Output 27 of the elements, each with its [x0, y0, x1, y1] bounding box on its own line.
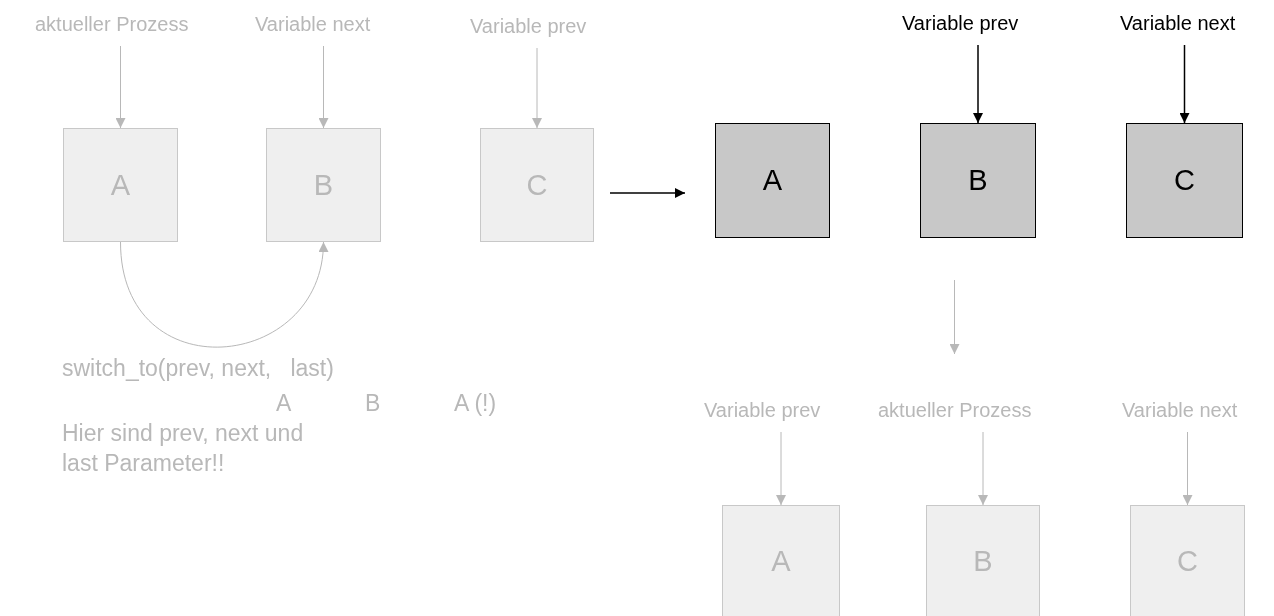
arrow	[609, 188, 686, 198]
variable-label: Variable next	[255, 12, 371, 36]
arrow	[978, 431, 988, 506]
arrow	[532, 47, 542, 129]
argument-label: A	[276, 389, 292, 418]
process-box: B	[920, 123, 1036, 238]
process-box: A	[715, 123, 830, 238]
variable-label: Variable prev	[902, 11, 1019, 35]
variable-label: Variable prev	[704, 398, 821, 422]
arrow	[973, 44, 983, 124]
arrow	[949, 279, 960, 355]
note-text: Hier sind prev, next und last Parameter!!	[62, 419, 305, 478]
arrow	[115, 45, 126, 129]
arrow	[1179, 44, 1190, 124]
variable-label: aktueller Prozess	[878, 398, 1032, 422]
argument-label: A (!)	[454, 389, 497, 418]
variable-label: aktueller Prozess	[35, 12, 189, 36]
arrow	[120, 241, 328, 348]
variable-label: Variable next	[1122, 398, 1238, 422]
arrow	[1182, 431, 1193, 506]
arrow	[776, 431, 786, 506]
argument-label: B	[365, 389, 381, 418]
variable-label: Variable next	[1120, 11, 1236, 35]
arrow	[318, 45, 329, 129]
variable-label: Variable prev	[470, 14, 587, 38]
function-call-text: switch_to(prev, next, last)	[62, 354, 334, 383]
process-box: C	[1126, 123, 1243, 238]
